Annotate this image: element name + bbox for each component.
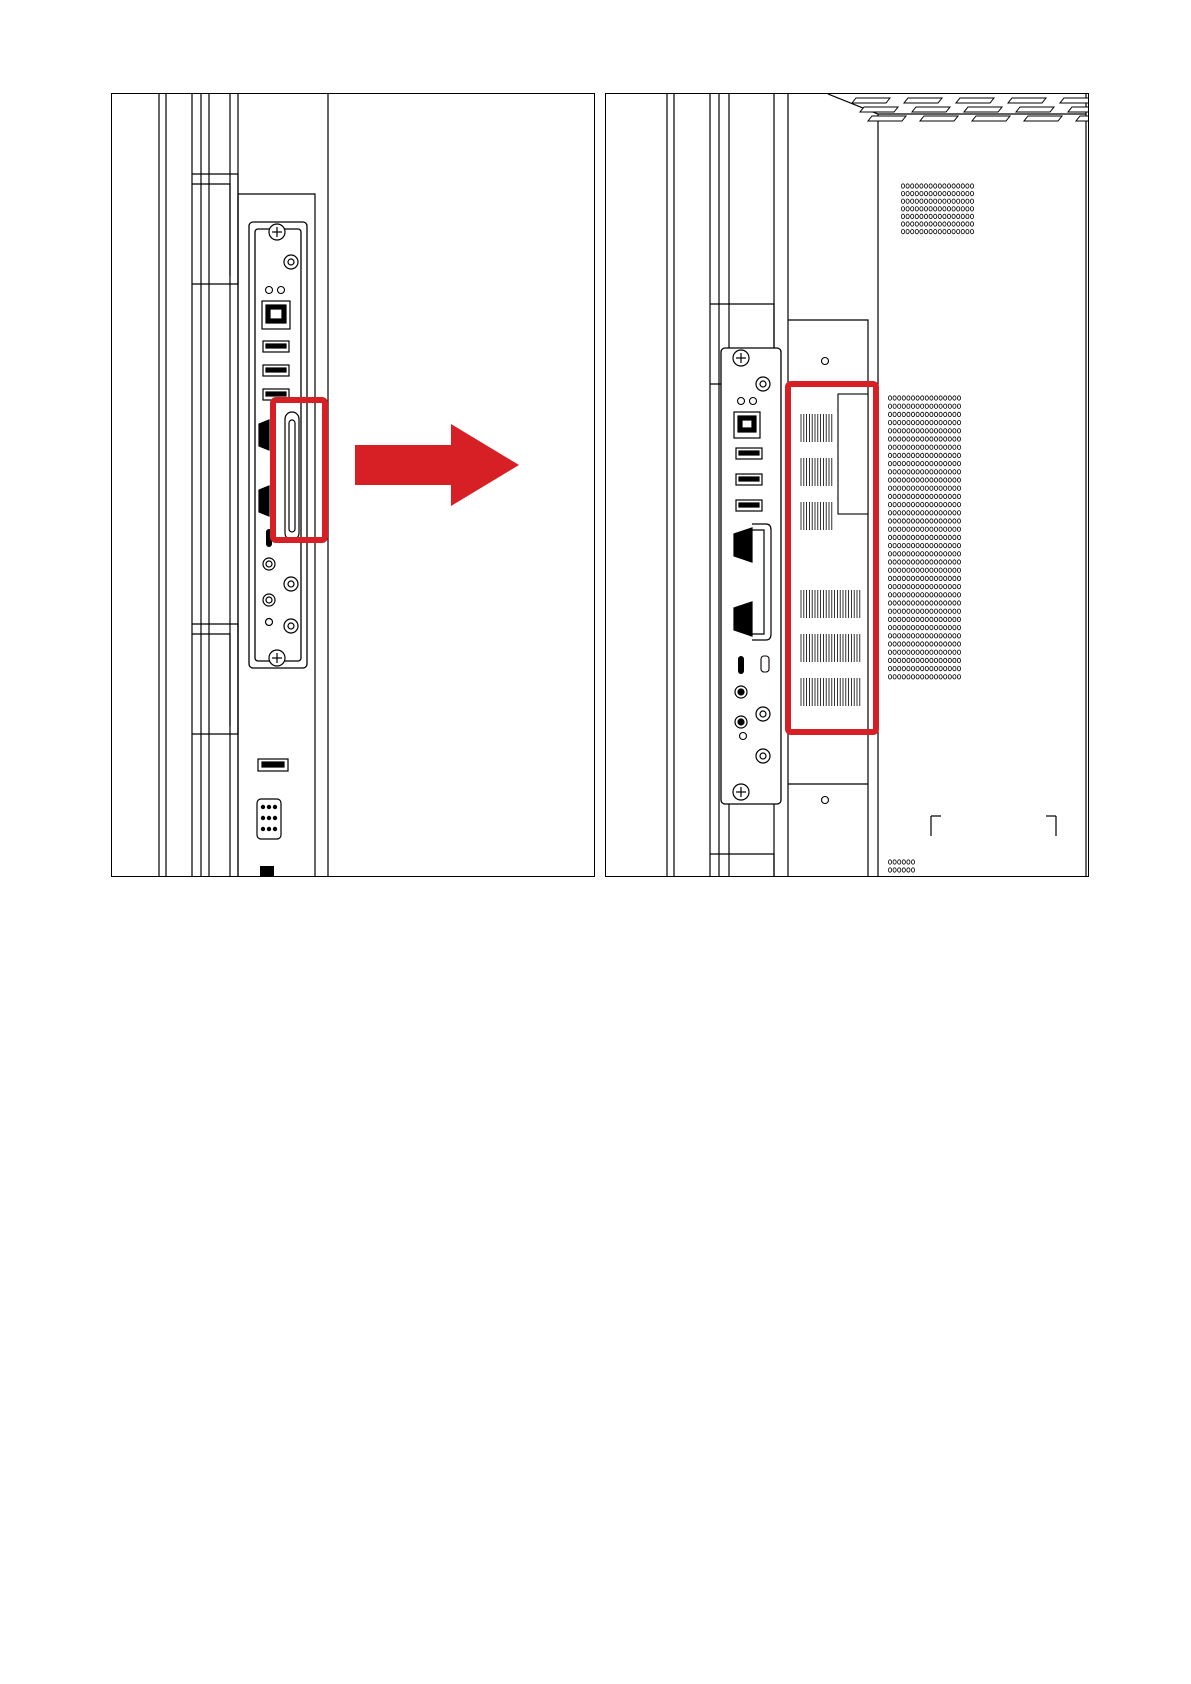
ethernet-port-icon — [734, 412, 760, 438]
vga-port-icon — [257, 799, 281, 839]
usb-c-port-icon — [738, 656, 744, 674]
usb-port-icon — [263, 341, 289, 400]
after-panel — [605, 93, 1089, 877]
after-illustration — [606, 94, 1088, 876]
usb-port-icon — [736, 448, 762, 511]
ventilation-grille-icon — [852, 98, 1088, 121]
before-panel — [111, 93, 595, 877]
ethernet-port-icon — [262, 301, 290, 329]
ventilation-grille-icon — [888, 184, 973, 872]
module-handle — [285, 412, 299, 540]
before-illustration — [112, 94, 594, 876]
arrow-right-icon — [355, 424, 520, 506]
usb-port-icon — [258, 759, 288, 771]
